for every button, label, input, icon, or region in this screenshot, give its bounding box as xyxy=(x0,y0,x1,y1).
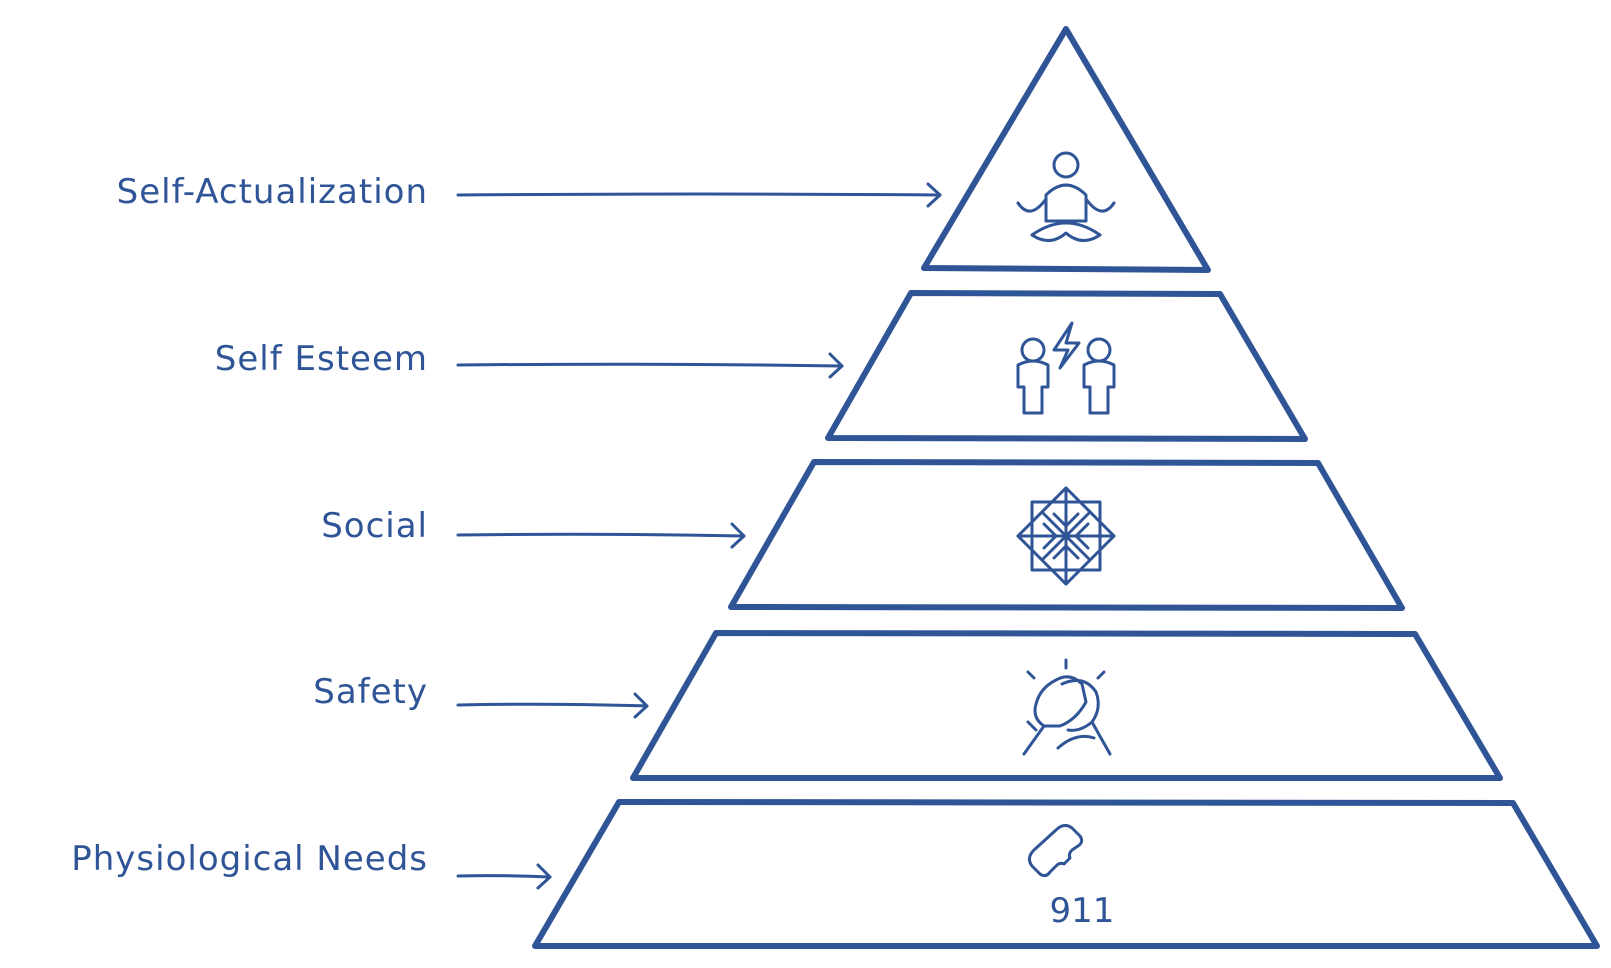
arrow-physiological-needs xyxy=(456,863,552,890)
pyramid-level-safety xyxy=(630,630,1503,781)
level-label-social: Social xyxy=(321,506,428,546)
emergency-number-label: 911 xyxy=(1050,891,1115,931)
arrow-safety xyxy=(456,692,649,719)
pyramid-level-social xyxy=(728,459,1405,611)
arrow-self-actualization xyxy=(456,182,942,208)
level-label-self-esteem: Self Esteem xyxy=(215,339,428,379)
people-spark-icon xyxy=(1016,321,1116,415)
pyramid-level-physiological-needs xyxy=(532,799,1600,949)
arrow-social xyxy=(456,522,746,549)
pyramid-level-self-esteem xyxy=(825,290,1308,442)
arrow-self-esteem xyxy=(456,352,844,379)
star-tile-icon xyxy=(1016,486,1116,586)
level-label-physiological-needs: Physiological Needs xyxy=(71,839,428,879)
level-label-safety: Safety xyxy=(313,672,428,712)
meditation-icon xyxy=(1016,151,1116,242)
emergency-phone-icon xyxy=(1027,823,1084,878)
handshake-icon xyxy=(1022,658,1112,756)
level-label-self-actualization: Self-Actualization xyxy=(117,172,428,212)
pyramid-level-self-actualization xyxy=(921,26,1211,273)
